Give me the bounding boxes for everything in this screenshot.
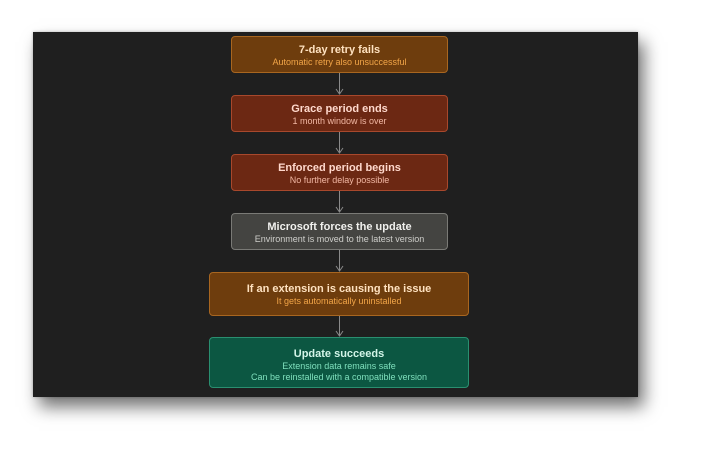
step-description: Environment is moved to the latest versi… xyxy=(254,234,425,244)
step-description: Can be reinstalled with a compatible ver… xyxy=(250,372,428,382)
step-title: Microsoft forces the update xyxy=(267,221,412,233)
connector-3-arrowhead xyxy=(335,206,344,213)
step-title: Enforced period begins xyxy=(278,162,401,174)
step-retry-fails: 7-day retry fails Automatic retry also u… xyxy=(231,36,448,73)
connector-1-arrowhead xyxy=(335,88,344,95)
step-description: Extension data remains safe xyxy=(282,361,396,371)
flow-connectors xyxy=(335,73,344,337)
step-description: No further delay possible xyxy=(289,175,390,185)
step-extension-issue: If an extension is causing the issue It … xyxy=(209,272,469,316)
step-title: 7-day retry fails xyxy=(298,44,381,56)
flowchart-canvas: 7-day retry fails Automatic retry also u… xyxy=(33,32,638,397)
step-update-succeeds: Update succeeds Extension data remains s… xyxy=(209,337,469,388)
step-description: Automatic retry also unsuccessful xyxy=(272,57,407,67)
connector-4-arrowhead xyxy=(335,265,344,272)
step-title: Update succeeds xyxy=(293,348,385,360)
step-forced-update: Microsoft forces the update Environment … xyxy=(231,213,448,250)
step-description: It gets automatically uninstalled xyxy=(276,296,402,306)
step-description: 1 month window is over xyxy=(292,116,387,126)
connector-5-arrowhead xyxy=(335,330,344,337)
step-enforced-period: Enforced period begins No further delay … xyxy=(231,154,448,191)
step-grace-period-ends: Grace period ends 1 month window is over xyxy=(231,95,448,132)
connector-2-arrowhead xyxy=(335,147,344,154)
step-title: If an extension is causing the issue xyxy=(246,283,432,295)
step-title: Grace period ends xyxy=(291,103,388,115)
